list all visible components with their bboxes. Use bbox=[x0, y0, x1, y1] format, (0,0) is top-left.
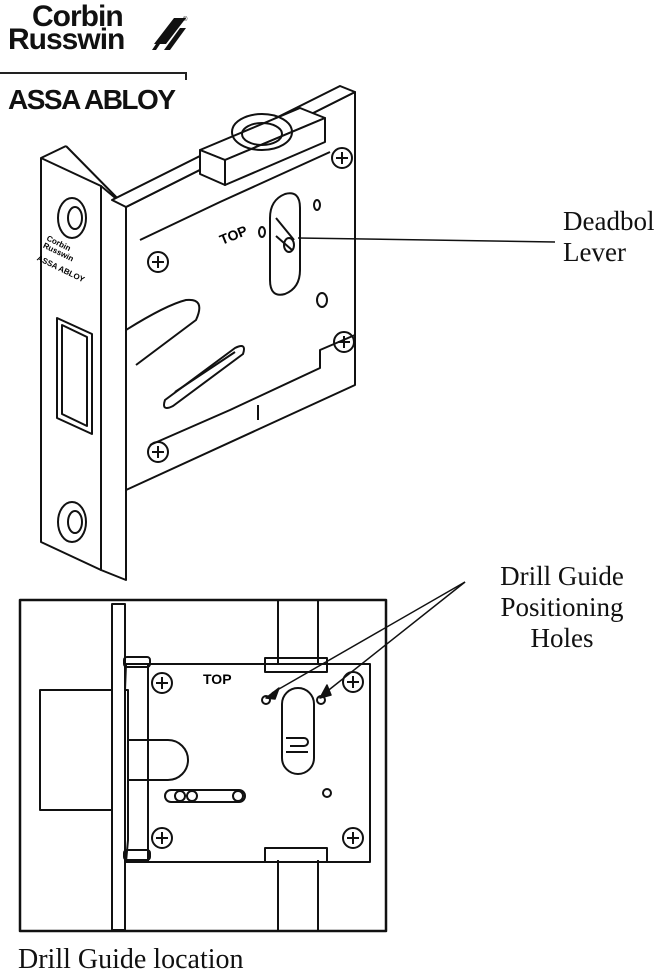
front-latch-slot bbox=[164, 789, 246, 803]
case-screw bbox=[333, 331, 355, 353]
drill-guide-callout: Drill Guide Positioning Holes bbox=[470, 561, 654, 654]
front-case-screw bbox=[342, 671, 364, 693]
case-screw bbox=[331, 147, 353, 169]
front-case-screw bbox=[151, 827, 173, 849]
brand-divider-tick bbox=[185, 72, 187, 80]
registered-mark: ® bbox=[183, 16, 188, 23]
case-screw bbox=[147, 251, 169, 273]
mortise-lock-isometric bbox=[40, 85, 356, 581]
brand-parent-name: ASSA ABLOY bbox=[8, 84, 176, 115]
deadbolt-callout-line1: Deadbolt bbox=[563, 206, 654, 236]
door-frame bbox=[18, 598, 388, 933]
mortise-lock-front-view bbox=[18, 598, 388, 933]
drill-guide-hole bbox=[258, 226, 266, 238]
front-deadbolt-slot bbox=[281, 687, 315, 775]
drill-guide-leader-lines bbox=[265, 581, 466, 700]
case-screw bbox=[147, 441, 169, 463]
brand-name-line2: Russwin bbox=[8, 23, 125, 56]
front-faceplate bbox=[111, 603, 126, 931]
front-case-screw bbox=[151, 672, 173, 694]
deadbolt-lever-slot bbox=[269, 192, 301, 296]
brand-name-line1: Corbin bbox=[32, 0, 124, 33]
drill-callout-line2: Positioning bbox=[500, 592, 624, 622]
latch-slot bbox=[125, 298, 201, 366]
front-case-screw bbox=[342, 827, 364, 849]
drill-guide-hole bbox=[313, 199, 321, 211]
brand-divider bbox=[0, 72, 186, 74]
figure-caption: Drill Guide location bbox=[18, 944, 244, 975]
drill-callout-line3: Holes bbox=[530, 623, 594, 653]
bolt-opening bbox=[56, 317, 93, 435]
faceplate-screw-hole bbox=[57, 197, 87, 239]
brand-stripes-icon: ® bbox=[152, 16, 188, 50]
front-drill-guide-hole-left bbox=[261, 695, 271, 705]
deadbolt-leader-line bbox=[297, 237, 556, 243]
drill-callout-line1: Drill Guide bbox=[500, 561, 624, 591]
deadbolt-callout-line2: Lever bbox=[563, 237, 626, 267]
bolt-stub bbox=[39, 689, 113, 811]
front-top-label: TOP bbox=[203, 671, 232, 687]
faceplate-screw-hole bbox=[57, 501, 87, 543]
deadbolt-lever-callout: Deadbolt Lever bbox=[563, 206, 654, 268]
